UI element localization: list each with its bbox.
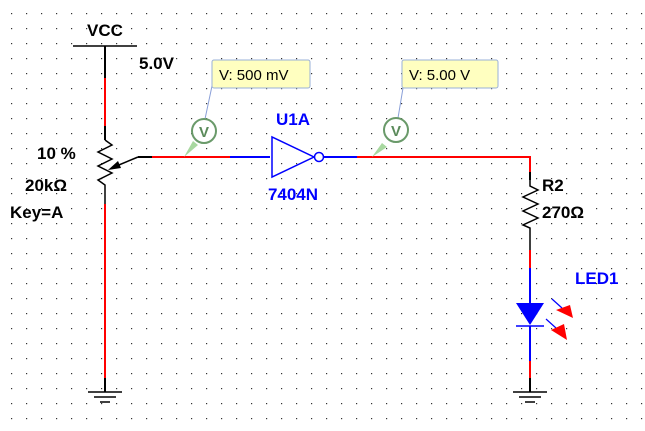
voltmeter-icon: V bbox=[199, 124, 209, 141]
voltage-probe-1[interactable]: V V: 500 mV bbox=[184, 59, 311, 157]
light-emission-icon bbox=[545, 298, 573, 340]
voltmeter-icon: V bbox=[391, 123, 401, 140]
potentiometer[interactable]: 10 % 20kΩ Key=A bbox=[10, 139, 139, 222]
led-ref: LED1 bbox=[575, 269, 618, 288]
probe-2-reading: V: 5.00 V bbox=[409, 67, 470, 84]
pot-setting: 10 % bbox=[37, 144, 76, 163]
inverter-ref: U1A bbox=[276, 110, 310, 129]
pot-key: Key=A bbox=[10, 203, 63, 222]
ground-icon bbox=[88, 391, 122, 403]
wiper-arrow-icon bbox=[108, 161, 121, 170]
probe-1-reading: V: 500 mV bbox=[219, 67, 288, 84]
wire-inverter-r2[interactable] bbox=[324, 156, 531, 180]
inverter-gate[interactable]: U1A 7404N bbox=[268, 110, 325, 204]
vcc-source[interactable]: VCC 5.0V bbox=[73, 21, 175, 73]
voltage-probe-2[interactable]: V V: 5.00 V bbox=[372, 59, 499, 157]
r2-ref: R2 bbox=[542, 176, 564, 195]
inverter-part: 7404N bbox=[268, 185, 318, 204]
pot-value: 20kΩ bbox=[25, 176, 67, 195]
vcc-voltage: 5.0V bbox=[139, 54, 175, 73]
resistor-r2[interactable]: R2 270Ω bbox=[521, 176, 584, 250]
ground-icon bbox=[513, 391, 547, 403]
r2-value: 270Ω bbox=[542, 203, 584, 222]
vcc-label: VCC bbox=[87, 21, 123, 40]
